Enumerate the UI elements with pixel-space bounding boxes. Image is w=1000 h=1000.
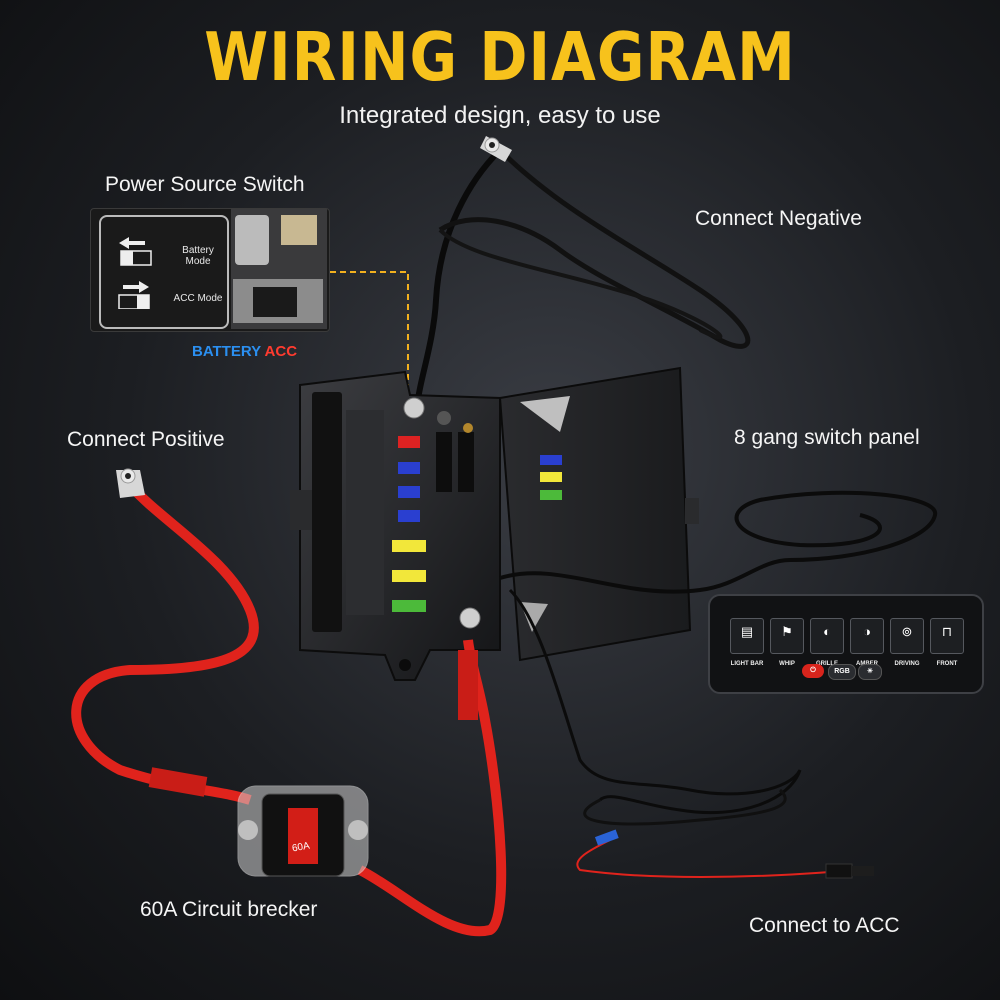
mode-arrow-icons xyxy=(118,237,152,309)
switch-button-4[interactable]: ◑ AMBER xyxy=(850,618,884,667)
switch-button-label: GRILLE xyxy=(816,661,838,667)
fuse-bank xyxy=(346,410,384,615)
acc-legend: ACC xyxy=(264,343,298,360)
switch-button-label: WHIP xyxy=(779,661,795,667)
panel-cable xyxy=(499,490,938,594)
fuse-box-lid xyxy=(498,366,699,662)
switch-button-3[interactable]: ◐ GRILLE xyxy=(810,618,844,667)
switch-button-label: FRONT xyxy=(936,661,958,667)
label-switch-panel: 8 gang switch panel xyxy=(734,426,920,449)
fuse-box xyxy=(290,370,501,681)
circuit-breaker xyxy=(237,785,369,877)
label-connect-acc: Connect to ACC xyxy=(749,914,900,937)
switch-button-label: LIGHT BAR xyxy=(730,661,764,667)
power-icon: ⏻ xyxy=(810,667,816,674)
front-light-icon: ⊓ xyxy=(941,624,953,639)
rgb-button[interactable]: RGB xyxy=(828,664,856,680)
diagram-subtitle: Integrated design, easy to use xyxy=(339,102,661,129)
negative-cable xyxy=(415,147,751,401)
mode-legend-card: Battery Mode ACC Mode xyxy=(99,215,229,329)
slide-switch xyxy=(253,287,297,317)
power-button[interactable]: ⏻ xyxy=(802,664,824,678)
label-circuit-breaker: 60A Circuit brecker xyxy=(140,898,318,921)
battery-legend: BATTERY xyxy=(192,343,261,360)
power-source-switch-card: Battery Mode ACC Mode xyxy=(90,208,330,332)
brightness-button[interactable]: ☀ xyxy=(858,664,882,680)
acc-mode-text: ACC Mode xyxy=(173,293,223,304)
acc-fuse-tap xyxy=(825,863,874,879)
switch-button-1[interactable]: ▤ LIGHT BAR xyxy=(730,618,764,667)
label-power-source-switch: Power Source Switch xyxy=(105,173,305,196)
driving-light-icon: ⊚ xyxy=(901,624,913,639)
negative-terminal xyxy=(480,136,512,162)
label-connect-positive: Connect Positive xyxy=(67,428,225,451)
flag-icon: ⚑ xyxy=(781,624,793,639)
switch-button-label: DRIVING xyxy=(894,661,920,667)
switch-button-2[interactable]: ⚑ WHIP xyxy=(770,618,804,667)
battery-mode-text: Battery Mode xyxy=(182,245,214,267)
positive-terminal xyxy=(116,468,145,498)
mode-legend: BATTERY ACC xyxy=(192,343,297,360)
label-connect-negative: Connect Negative xyxy=(695,207,862,230)
positive-cable xyxy=(71,481,507,937)
switch-photo xyxy=(231,209,327,329)
switch-button-6[interactable]: ⊓ FRONT xyxy=(930,618,964,667)
lightbar-icon: ▤ xyxy=(740,624,754,639)
acc-cable xyxy=(508,588,874,879)
diagram-title: WIRING DIAGRAM xyxy=(204,18,796,97)
brightness-icon: ☀ xyxy=(866,668,874,675)
switch-button-5[interactable]: ⊚ DRIVING xyxy=(890,618,924,667)
headlight-icon: ◐ xyxy=(823,624,831,639)
amber-light-icon: ◑ xyxy=(863,624,871,639)
switch-panel: ▤ LIGHT BAR ⚑ WHIP ◐ GRILLE ◑ AMBER ⊚ DR… xyxy=(708,594,984,694)
